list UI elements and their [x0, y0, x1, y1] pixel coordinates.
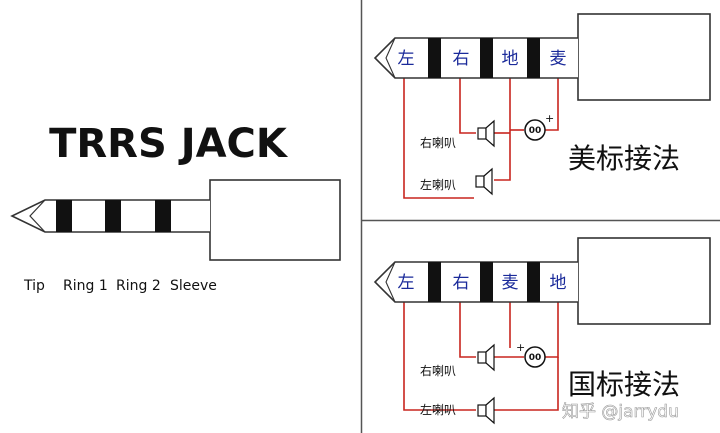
- us-plug-tip-notch: [385, 37, 396, 79]
- band-3: [155, 200, 171, 232]
- label-ring-1: Ring 1: [63, 278, 108, 294]
- us-seg-left: 左: [398, 49, 415, 69]
- cn-standard-label: 国标接法: [568, 368, 680, 401]
- svg-text:00: 00: [529, 353, 542, 363]
- label-tip: Tip: [23, 278, 45, 294]
- us-seg-ground: 地: [502, 49, 519, 69]
- trrs-title: TRRS JACK: [49, 121, 289, 167]
- us-speaker-right-label: 右喇叭: [420, 135, 456, 150]
- cn-plus-sign: +: [516, 341, 525, 354]
- cn-mic-icon: 00: [524, 346, 546, 368]
- us-band-3: [527, 38, 540, 78]
- us-seg-mic: 麦: [550, 49, 567, 69]
- left-panel: TRRS JACK Tip Ring 1 Ring 2 Sleeve: [10, 121, 341, 294]
- watermark: 知乎 @jarrydu: [562, 402, 679, 422]
- us-speaker-right-icon: [477, 119, 495, 148]
- cn-plug-tip-notch: [385, 261, 396, 303]
- us-plus-sign: +: [545, 112, 554, 125]
- us-standard-label: 美标接法: [568, 142, 680, 175]
- cn-seg-right: 右: [453, 273, 470, 293]
- cn-band-3: [527, 262, 540, 302]
- cn-plug-body: [577, 237, 711, 325]
- cn-speaker-left-label: 左喇叭: [420, 402, 456, 417]
- us-speaker-left-label: 左喇叭: [420, 177, 456, 192]
- cn-seg-left: 左: [398, 273, 415, 293]
- label-sleeve: Sleeve: [170, 278, 217, 294]
- us-band-1: [428, 38, 441, 78]
- cn-panel: 左 右 麦 地 右喇叭 左喇叭 00 + 国标接法 知乎 @jarrydu: [373, 237, 711, 425]
- cn-seg-ground: 地: [550, 273, 567, 293]
- left-plug: [10, 179, 341, 261]
- cn-band-1: [428, 262, 441, 302]
- svg-text:00: 00: [529, 126, 542, 136]
- us-band-2: [480, 38, 493, 78]
- us-seg-right: 右: [453, 49, 470, 69]
- cn-wires: [403, 302, 559, 411]
- us-mic-icon: 00: [524, 119, 546, 141]
- us-panel: 左 右 地 麦 右喇叭 左喇叭 00 + 美标接法: [373, 13, 711, 199]
- band-2: [105, 200, 121, 232]
- cn-speaker-left-icon: [477, 396, 495, 425]
- us-wires: [403, 78, 559, 199]
- us-speaker-left-icon: [475, 167, 493, 196]
- cn-speaker-right-label: 右喇叭: [420, 363, 456, 378]
- us-plug-body: [577, 13, 711, 101]
- plug-body: [209, 179, 341, 261]
- plug-tip-notch: [29, 199, 46, 233]
- label-ring-2: Ring 2: [116, 278, 161, 294]
- cn-band-2: [480, 262, 493, 302]
- cn-seg-mic: 麦: [502, 273, 519, 293]
- cn-speaker-right-icon: [477, 343, 495, 372]
- band-1: [56, 200, 72, 232]
